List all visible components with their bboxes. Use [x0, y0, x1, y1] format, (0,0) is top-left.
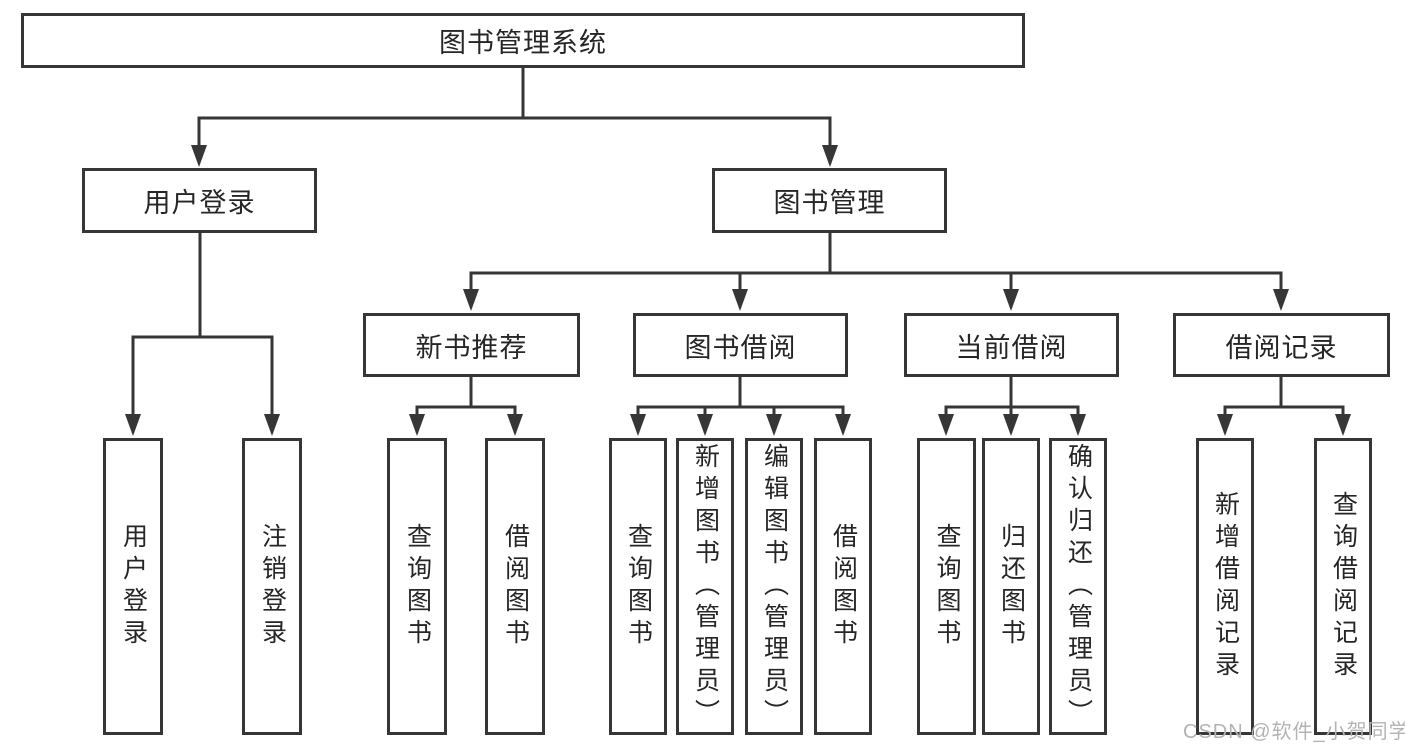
node-leaf-add-books-admin: 新增图书（管理员）	[676, 438, 734, 735]
node-new-book-recommend: 新书推荐	[363, 313, 580, 377]
watermark: CSDN @软件_小贺同学	[1183, 721, 1405, 743]
node-root: 图书管理系统	[21, 13, 1025, 68]
leaf-label: 归还图书	[997, 522, 1026, 651]
arrow-down-icon	[1335, 414, 1351, 436]
arrow-down-icon	[1217, 414, 1233, 436]
node-book-borrow: 图书借阅	[633, 313, 848, 377]
arrow-down-icon	[1070, 414, 1086, 436]
arrow-down-icon	[507, 414, 523, 436]
arrow-down-icon	[697, 414, 713, 436]
leaf-label: 注销登录	[258, 522, 287, 651]
leaf-label: 编辑图书（管理员）	[760, 442, 789, 731]
arrow-down-icon	[463, 289, 479, 311]
node-leaf-edit-books-admin: 编辑图书（管理员）	[745, 438, 803, 735]
node-current-borrow: 当前借阅	[904, 313, 1119, 377]
node-leaf-return-books: 归还图书	[982, 438, 1040, 735]
leaf-label: 用户登录	[119, 522, 148, 651]
node-leaf-confirm-return-admin: 确认归还（管理员）	[1049, 438, 1107, 735]
node-leaf-query-books: 查询图书	[609, 438, 667, 735]
arrow-down-icon	[125, 414, 141, 436]
arrowheads	[125, 145, 1351, 436]
node-leaf-logout: 注销登录	[242, 438, 302, 735]
arrow-down-icon	[732, 289, 748, 311]
leaf-label: 新增借阅记录	[1211, 490, 1240, 683]
leaf-label: 确认归还（管理员）	[1064, 442, 1093, 731]
leaf-label: 借阅图书	[829, 522, 858, 651]
arrow-down-icon	[822, 145, 838, 167]
node-borrow-records: 借阅记录	[1173, 313, 1390, 377]
arrow-down-icon	[264, 414, 280, 436]
arrow-down-icon	[835, 414, 851, 436]
node-user-login: 用户登录	[82, 168, 317, 233]
node-leaf-query-books: 查询图书	[387, 438, 447, 735]
node-leaf-borrow-books: 借阅图书	[485, 438, 545, 735]
node-leaf-query-books: 查询图书	[917, 438, 976, 735]
node-leaf-add-borrow-record: 新增借阅记录	[1196, 438, 1254, 735]
leaf-label: 查询借阅记录	[1329, 490, 1358, 683]
leaf-label: 借阅图书	[501, 522, 530, 651]
node-book-management: 图书管理	[712, 168, 947, 233]
arrow-down-icon	[1003, 289, 1019, 311]
arrow-down-icon	[191, 145, 207, 167]
arrow-down-icon	[1003, 414, 1019, 436]
node-leaf-borrow-books: 借阅图书	[814, 438, 872, 735]
arrow-down-icon	[938, 414, 954, 436]
leaf-label: 查询图书	[933, 522, 961, 651]
arrow-down-icon	[409, 414, 425, 436]
leaf-label: 查询图书	[624, 522, 653, 651]
leaf-label: 新增图书（管理员）	[691, 442, 720, 731]
leaf-label: 查询图书	[403, 522, 432, 651]
node-leaf-query-borrow-record: 查询借阅记录	[1314, 438, 1372, 735]
arrow-down-icon	[630, 414, 646, 436]
arrow-down-icon	[766, 414, 782, 436]
node-leaf-user-login: 用户登录	[103, 438, 163, 735]
arrow-down-icon	[1273, 289, 1289, 311]
